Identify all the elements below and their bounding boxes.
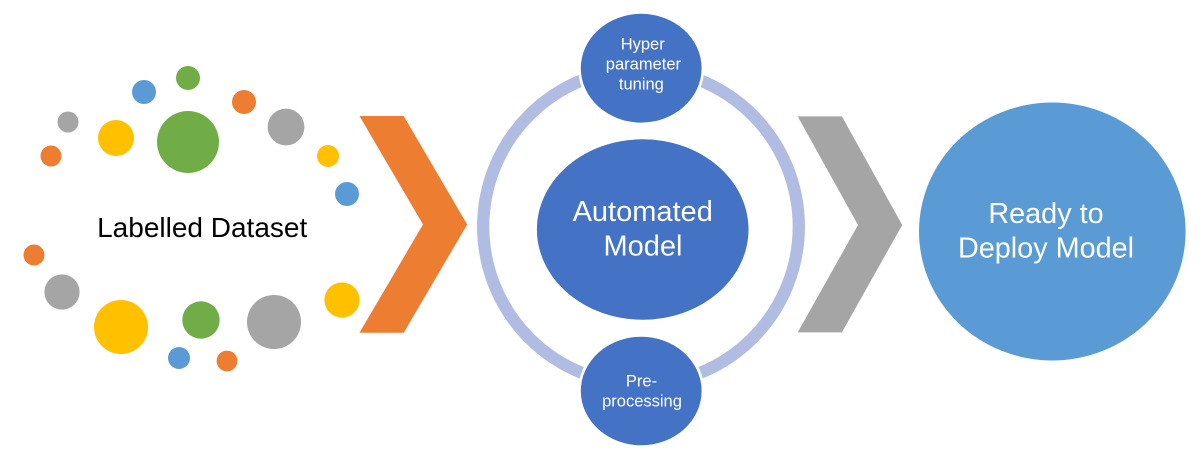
svg-text:Pre-: Pre- (626, 373, 657, 391)
svg-text:tuning: tuning (619, 76, 664, 94)
svg-text:parameter: parameter (606, 56, 682, 74)
svg-text:Automated: Automated (573, 196, 713, 228)
svg-text:processing: processing (602, 393, 682, 411)
svg-text:Model: Model (604, 231, 683, 263)
svg-text:Hyper: Hyper (621, 36, 666, 54)
svg-text:Labelled Dataset: Labelled Dataset (97, 212, 307, 243)
svg-text:Deploy Model: Deploy Model (958, 233, 1134, 265)
svg-text:Ready to: Ready to (988, 198, 1103, 230)
